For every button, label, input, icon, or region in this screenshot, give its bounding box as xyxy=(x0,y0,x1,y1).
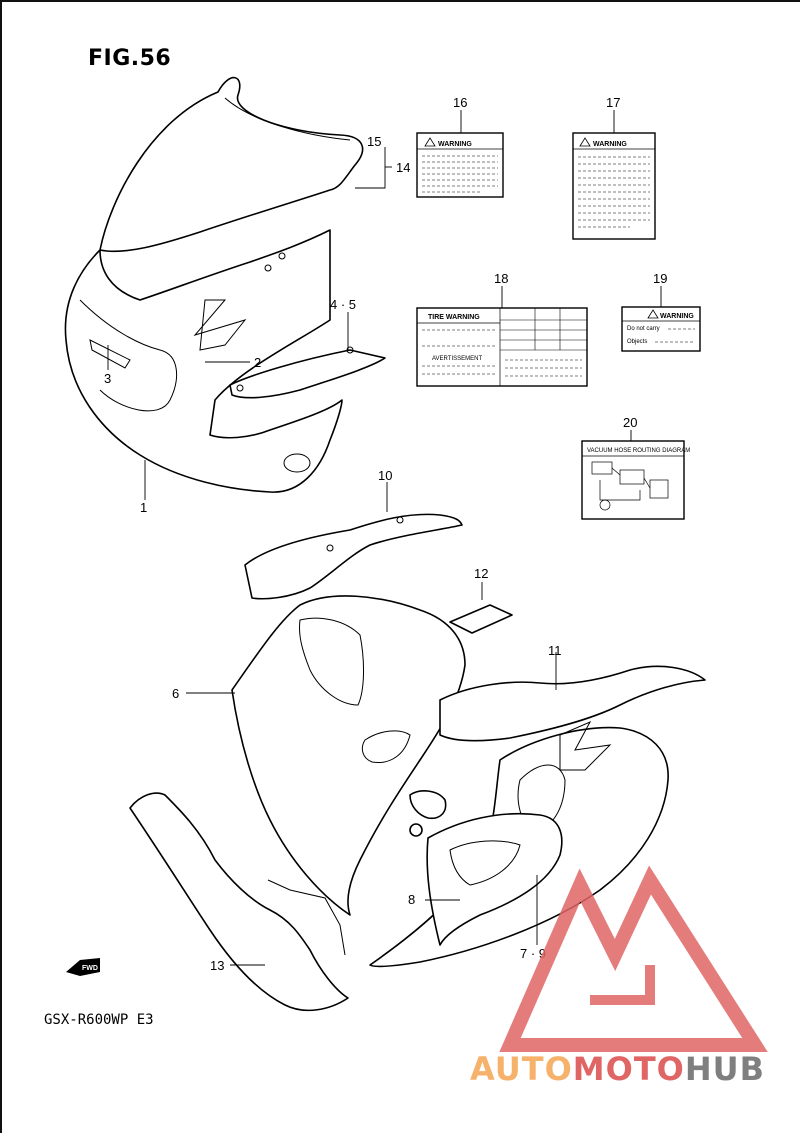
callout-10: 10 xyxy=(378,468,392,483)
svg-text:FWD: FWD xyxy=(82,965,98,972)
callout-numbers: 1 2 3 4 · 5 6 7 · 9 8 10 11 12 13 14 15 … xyxy=(104,95,667,973)
watermark-logo-icon xyxy=(499,865,768,1052)
side-panel-bracket-part xyxy=(244,513,463,600)
svg-text:WARNING: WARNING xyxy=(660,313,694,320)
upper-fairing-part xyxy=(64,229,343,493)
callout-15: 15 xyxy=(367,134,381,149)
pad-part xyxy=(449,604,513,634)
svg-text:Do not carry: Do not carry xyxy=(627,326,660,332)
svg-text:VACUUM HOSE ROUTING DIAGRAM: VACUUM HOSE ROUTING DIAGRAM xyxy=(587,448,690,454)
callout-11: 11 xyxy=(548,643,562,658)
windscreen-part xyxy=(99,76,364,253)
vacuum-hose-label-20: VACUUM HOSE ROUTING DIAGRAM xyxy=(581,440,690,520)
callout-19: 19 xyxy=(653,271,667,286)
side-cowling-part xyxy=(231,595,466,916)
svg-text:TIRE WARNING: TIRE WARNING xyxy=(428,314,480,321)
callout-3: 3 xyxy=(104,371,111,386)
logo-hub: HUB xyxy=(684,1050,766,1088)
watermark-logo-text: AUTOMOTOHUB xyxy=(470,1050,765,1088)
callout-18: 18 xyxy=(494,271,508,286)
svg-text:Objects: Objects xyxy=(627,339,647,345)
model-code: GSX-R600WP E3 xyxy=(44,1012,154,1028)
callout-1: 1 xyxy=(140,500,147,515)
forward-arrow-icon: FWD xyxy=(66,958,100,976)
callout-17: 17 xyxy=(606,95,620,110)
svg-text:AVERTISSEMENT: AVERTISSEMENT xyxy=(432,356,482,362)
callout-16: 16 xyxy=(453,95,467,110)
warning-label-17: WARNING xyxy=(572,132,656,240)
callout-4-5: 4 · 5 xyxy=(330,297,356,312)
svg-text:WARNING: WARNING xyxy=(593,141,627,148)
inner-panel-part xyxy=(229,346,386,399)
callout-13: 13 xyxy=(210,958,224,973)
side-panel-right-part xyxy=(439,665,706,742)
lower-side-panel-part xyxy=(426,812,563,946)
logo-moto: MOTO xyxy=(572,1050,685,1088)
callout-6: 6 xyxy=(172,686,179,701)
figure-title: FIG.56 xyxy=(88,46,172,71)
callout-14: 14 xyxy=(396,160,410,175)
carry-warning-label-19: WARNING Do not carry Objects xyxy=(621,306,701,352)
callout-20: 20 xyxy=(623,415,637,430)
callout-12: 12 xyxy=(474,566,488,581)
warning-label-16: WARNING xyxy=(416,132,504,198)
callout-7-9: 7 · 9 xyxy=(520,946,546,961)
grommet-part xyxy=(409,790,447,837)
leader-lines xyxy=(107,110,662,966)
svg-text:WARNING: WARNING xyxy=(438,141,472,148)
tire-warning-label-18: TIRE WARNING AVERTISSEMENT xyxy=(416,307,588,387)
callout-2: 2 xyxy=(254,355,261,370)
under-cowling-part xyxy=(129,792,349,1012)
callout-8: 8 xyxy=(408,892,415,907)
logo-auto: AUTO xyxy=(470,1050,573,1088)
